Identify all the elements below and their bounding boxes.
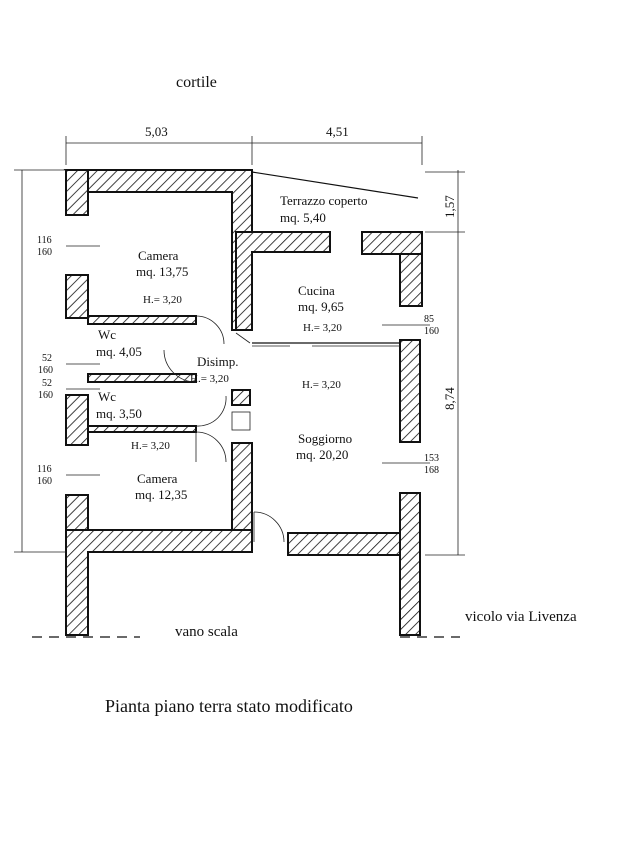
window-kitchen-top: 85 — [424, 314, 434, 325]
kitchen-area: mq. 9,65 — [298, 299, 344, 314]
living-name: Soggiorno — [298, 431, 352, 446]
hall-name: Disimp. — [197, 354, 239, 369]
wc2-name: Wc — [98, 389, 116, 404]
thin-lines — [32, 171, 460, 638]
wc2-height: H.= 3,20 — [131, 440, 170, 452]
terrace-area: mq. 5,40 — [280, 210, 326, 225]
window-wc1-top: 52 — [42, 353, 52, 364]
terrace-name: Terrazzo coperto — [280, 193, 368, 208]
window-bedroom2-bottom: 160 — [37, 476, 52, 487]
living-area: mq. 20,20 — [296, 447, 348, 462]
wc1-area: mq. 4,05 — [96, 344, 142, 359]
dimension-top-right: 4,51 — [326, 124, 349, 139]
bedroom2-name: Camera — [137, 471, 178, 486]
plan-caption: Pianta piano terra stato modificato — [105, 696, 353, 716]
window-wc2-top: 52 — [42, 378, 52, 389]
bedroom2-area: mq. 12,35 — [135, 487, 187, 502]
hall-height: H.= 3,20 — [190, 373, 229, 385]
bedroom1-name: Camera — [138, 248, 179, 263]
alley-label: vicolo via Livenza — [465, 609, 577, 625]
window-bedroom1-bottom: 160 — [37, 247, 52, 258]
walls — [63, 169, 423, 636]
window-living-bottom: 168 — [424, 465, 439, 476]
stairwell-label: vano scala — [175, 624, 238, 640]
window-bedroom2-top: 116 — [37, 464, 52, 475]
courtyard-label: cortile — [176, 74, 217, 91]
dimension-lines — [14, 136, 465, 556]
living-height: H.= 3,20 — [302, 379, 341, 391]
kitchen-name: Cucina — [298, 283, 335, 298]
bedroom1-height: H.= 3,20 — [143, 294, 182, 306]
kitchen-height: H.= 3,20 — [303, 322, 342, 334]
dimension-right-upper: 1,57 — [442, 195, 457, 218]
bedroom1-area: mq. 13,75 — [136, 264, 188, 279]
window-living-top: 153 — [424, 453, 439, 464]
dimension-right-lower: 8,74 — [442, 387, 457, 410]
window-bedroom1-top: 116 — [37, 235, 52, 246]
window-wc1-bottom: 160 — [38, 365, 53, 376]
window-wc2-bottom: 160 — [38, 390, 53, 401]
window-kitchen-bottom: 160 — [424, 326, 439, 337]
dimension-top-left: 5,03 — [145, 124, 168, 139]
wc1-name: Wc — [98, 327, 116, 342]
wc2-area: mq. 3,50 — [96, 406, 142, 421]
